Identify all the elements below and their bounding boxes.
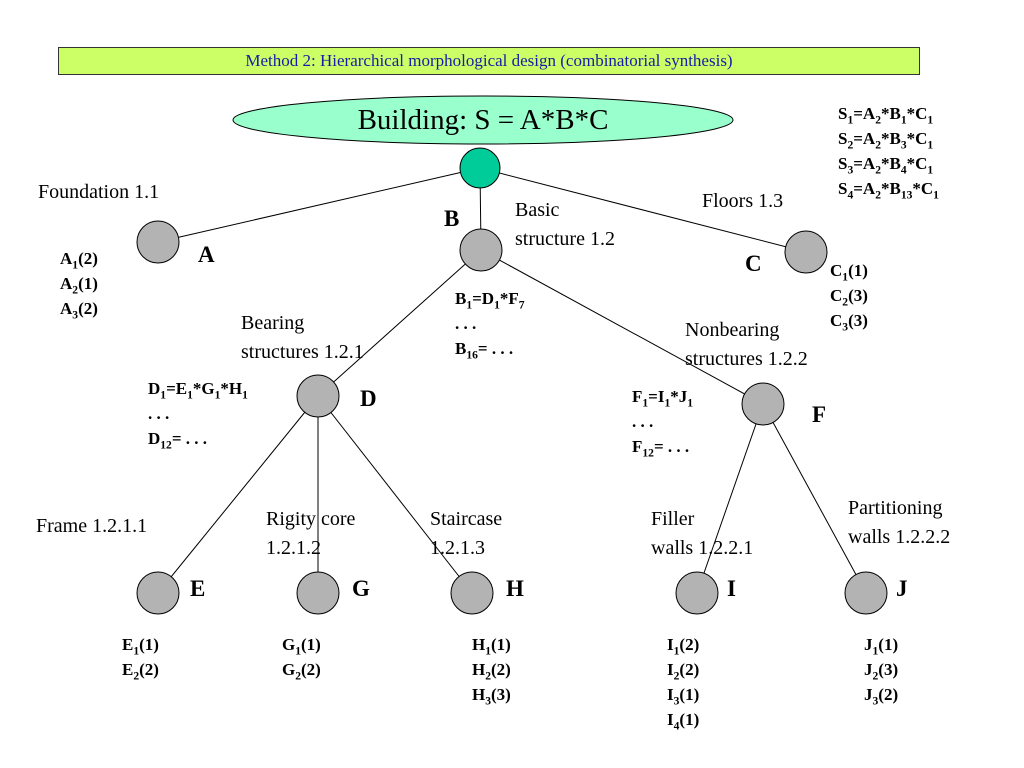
letter-B: B bbox=[444, 206, 460, 231]
alternative-item: H1(1) bbox=[472, 635, 511, 658]
label-staircase: Staircase 1.2.1.3 bbox=[430, 508, 503, 559]
node-I bbox=[675, 571, 719, 615]
edge-D-H bbox=[317, 395, 473, 594]
node-D bbox=[296, 374, 340, 418]
alternatives-E: E1(1)E2(2) bbox=[122, 632, 159, 682]
solution-row: S1=A2*B1*C1 bbox=[838, 104, 934, 127]
alternatives-A: A1(2)A2(1)A3(2) bbox=[60, 246, 98, 321]
label-rigity-core: Rigity core 1.2.1.2 bbox=[266, 508, 356, 559]
alternative-item: E1(1) bbox=[122, 635, 159, 658]
solutions-list: S1=A2*B1*C1 S2=A2*B3*C1 S3=A2*B4*C1 S4=A… bbox=[838, 101, 939, 201]
alternative-item: J2(3) bbox=[864, 660, 899, 683]
edge-root-A bbox=[157, 167, 481, 243]
alternative-item: J3(2) bbox=[864, 685, 899, 708]
composition-row: D12= . . . bbox=[148, 429, 208, 452]
edge-B-D bbox=[317, 249, 482, 397]
alternatives-C: C1(1)C2(3)C3(3) bbox=[830, 258, 868, 333]
node-B bbox=[459, 228, 503, 272]
label-nonbearing-structures: Nonbearing structures 1.2.2 bbox=[685, 319, 808, 370]
root-node bbox=[459, 147, 501, 189]
alternative-item: G1(1) bbox=[282, 635, 321, 658]
alternative-item: C1(1) bbox=[830, 261, 868, 284]
composition-row: F1=I1*J1 bbox=[632, 387, 694, 410]
letter-C: C bbox=[745, 251, 762, 276]
root-ellipse bbox=[232, 95, 734, 145]
node-C bbox=[784, 230, 828, 274]
composition-row: D1=E1*G1*H1 bbox=[148, 379, 248, 402]
letter-A: A bbox=[198, 242, 215, 267]
root-label: Building: S = A*B*C bbox=[357, 103, 609, 136]
composition-F: F1=I1*J1 . . . F12= . . . bbox=[632, 384, 693, 459]
node-J bbox=[844, 571, 888, 615]
alternative-item: I2(2) bbox=[667, 660, 700, 683]
node-F bbox=[741, 382, 785, 426]
composition-row: B16= . . . bbox=[455, 339, 514, 362]
label-frame: Frame 1.2.1.1 bbox=[36, 515, 148, 537]
edge-D-E bbox=[157, 395, 319, 594]
label-bearing-structures: Bearing structures 1.2.1 bbox=[241, 312, 364, 363]
alternatives-I: I1(2)I2(2)I3(1)I4(1) bbox=[667, 632, 699, 732]
composition-row: F12= . . . bbox=[632, 437, 690, 460]
node-E bbox=[136, 571, 180, 615]
alternative-item: I4(1) bbox=[667, 710, 700, 733]
letter-J: J bbox=[896, 576, 908, 601]
letter-E: E bbox=[190, 576, 206, 601]
composition-D: D1=E1*G1*H1 . . . D12= . . . bbox=[148, 376, 248, 451]
label-partitioning-walls: Partitioning walls 1.2.2.2 bbox=[848, 497, 951, 548]
letter-I: I bbox=[727, 576, 736, 601]
alternative-item: H2(2) bbox=[472, 660, 511, 683]
composition-row: . . . bbox=[455, 314, 477, 333]
letter-G: G bbox=[352, 576, 370, 601]
alternative-item: C3(3) bbox=[830, 311, 868, 334]
letter-D: D bbox=[360, 386, 377, 411]
alternative-item: G2(2) bbox=[282, 660, 321, 683]
alternative-item: A1(2) bbox=[60, 249, 98, 272]
label-filler-walls: Filler walls 1.2.2.1 bbox=[651, 508, 754, 559]
alternative-item: C2(3) bbox=[830, 286, 868, 309]
edge-F-J bbox=[762, 403, 867, 594]
composition-row: . . . bbox=[148, 404, 170, 423]
label-basic-structure: Basic structure 1.2 bbox=[515, 199, 615, 250]
slide-title: Method 2: Hierarchical morphological des… bbox=[58, 47, 920, 75]
alternative-item: H3(3) bbox=[472, 685, 511, 708]
edge-root-C bbox=[479, 167, 807, 253]
letter-F: F bbox=[812, 402, 827, 427]
edge-B-F bbox=[480, 249, 764, 405]
node-H bbox=[450, 571, 494, 615]
composition-row: B1=D1*F7 bbox=[455, 289, 525, 312]
solution-row: S2=A2*B3*C1 bbox=[838, 129, 934, 152]
letter-H: H bbox=[506, 576, 524, 601]
alternative-item: J1(1) bbox=[864, 635, 899, 658]
alternative-item: I3(1) bbox=[667, 685, 700, 708]
alternatives-H: H1(1)H2(2)H3(3) bbox=[472, 632, 511, 707]
alternatives-G: G1(1)G2(2) bbox=[282, 632, 321, 682]
composition-row: . . . bbox=[632, 412, 654, 431]
alternatives-J: J1(1)J2(3)J3(2) bbox=[864, 632, 898, 707]
composition-B: B1=D1*F7 . . . B16= . . . bbox=[455, 286, 525, 361]
alternative-item: A2(1) bbox=[60, 274, 98, 297]
alternative-item: E2(2) bbox=[122, 660, 159, 683]
node-G bbox=[296, 571, 340, 615]
alternative-item: I1(2) bbox=[667, 635, 700, 658]
node-A bbox=[136, 220, 180, 264]
alternative-item: A3(2) bbox=[60, 299, 98, 322]
solution-row: S4=A2*B13*C1 bbox=[838, 179, 939, 202]
edge-F-I bbox=[696, 403, 764, 594]
label-foundation: Foundation 1.1 bbox=[38, 181, 160, 203]
solution-row: S3=A2*B4*C1 bbox=[838, 154, 934, 177]
label-floors: Floors 1.3 bbox=[702, 190, 784, 212]
